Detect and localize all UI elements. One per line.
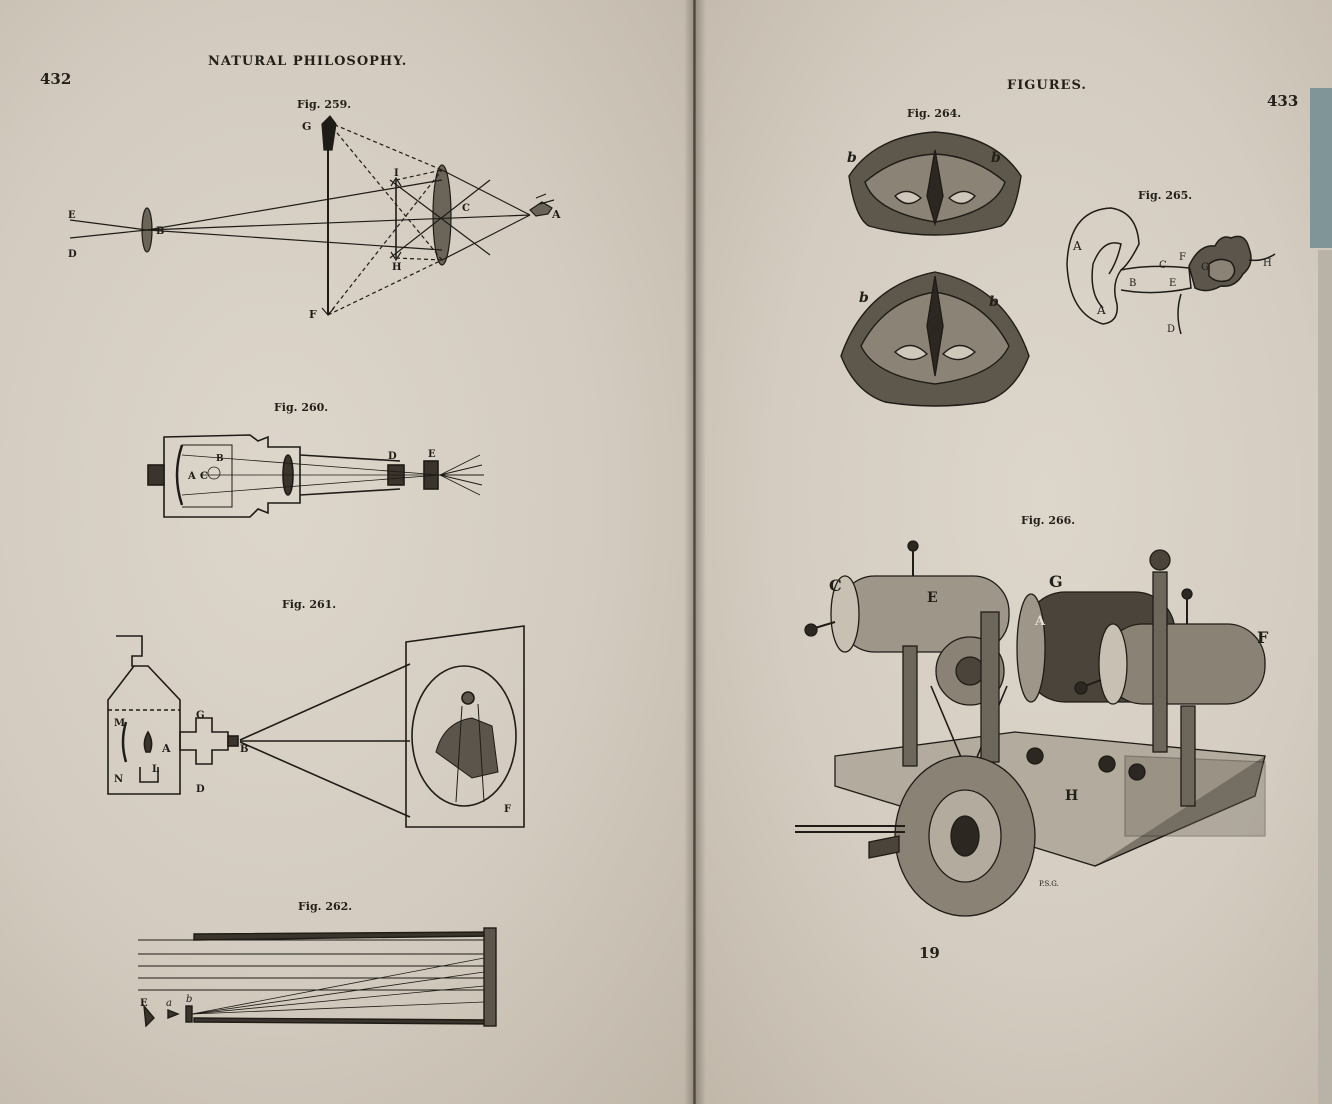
fig-260-label-d: D [388, 451, 397, 462]
fig-261-label-a: A [161, 742, 171, 755]
right-page: FIGURES. 433 Fig. 264. b b b b Fig. 265. [695, 0, 1332, 1104]
fig-265-label-a-bottom: A [1096, 303, 1106, 317]
fig-266-label-c: C [829, 576, 842, 595]
fig-261-label-f: F [504, 804, 511, 815]
engraver-mark: P.S.G. [1039, 880, 1059, 888]
fig-259-label-i: I [394, 168, 399, 179]
fig-259-label-c: C [462, 203, 470, 214]
fig-265-caption: Fig. 265. [1138, 189, 1193, 202]
fig-259-label-d: D [68, 249, 77, 260]
fig-261-label-b: B [240, 744, 248, 755]
fig-266-caption: Fig. 266. [1021, 514, 1076, 527]
fig-259-label-g: G [302, 120, 311, 133]
fig-261-label-m: M [114, 718, 125, 729]
fig-259-label-b: B [156, 226, 164, 237]
fig-265-label-d: D [1167, 324, 1175, 335]
fig-264-label-b-bottom-right: b [989, 294, 999, 310]
fig-264-label-b-top-left: b [847, 150, 857, 166]
fig-266-electrical-machine-engraving [795, 540, 1266, 917]
fig-259-label-a: A [551, 208, 561, 221]
fig-265-label-g: G [1201, 262, 1209, 273]
fig-259-caption: Fig. 259. [297, 98, 352, 111]
fig-262-telescope-diagram: E a b [138, 927, 497, 1028]
page-edge [1318, 250, 1332, 1104]
fig-261-label-n: N [114, 774, 123, 785]
fig-266-label-h: H [1065, 788, 1079, 804]
fig-261-magic-lantern-diagram: M L N A G D B F [107, 625, 525, 828]
left-page-number: 432 [40, 70, 72, 88]
fig-264-label-b-top-right: b [991, 150, 1001, 166]
right-page-number: 433 [1267, 92, 1299, 110]
fig-265-label-h: H [1263, 258, 1272, 269]
fig-260-label-b: B [216, 454, 224, 464]
fig-265-label-e: E [1169, 278, 1176, 289]
fig-266-label-g: G [1049, 572, 1063, 591]
fig-259-telescope-diagram: G F E D B I H C A [68, 115, 561, 321]
fig-261-label-l: L [152, 764, 159, 775]
fig-266-label-e: E [927, 590, 938, 606]
fig-260-label-c: C [200, 471, 208, 482]
left-running-head: NATURAL PHILOSOPHY. [208, 54, 408, 69]
fig-266-label-a: A [1035, 614, 1046, 629]
fig-260-label-e: E [428, 449, 436, 460]
fig-265-label-a-top: A [1072, 239, 1082, 253]
fig-262-label-b: b [186, 994, 192, 1005]
fig-260-reflecting-telescope-diagram: A C B D E [147, 434, 484, 518]
fig-264-label-b-bottom-left: b [859, 290, 869, 306]
fig-264-larynx-engravings [840, 131, 1030, 407]
fig-265-label-c: C [1159, 260, 1167, 271]
fig-260-label-a: A [187, 471, 196, 482]
fig-264-caption: Fig. 264. [907, 107, 962, 120]
fig-265-ear-diagram: A A B C F G E D H [1066, 207, 1276, 335]
signature-mark: 19 [919, 944, 940, 962]
fig-266-label-f: F [1257, 628, 1269, 647]
fig-259-label-f: F [309, 308, 317, 321]
fig-261-label-g: G [196, 710, 205, 721]
fig-265-label-f: F [1179, 252, 1186, 263]
fig-262-label-e: E [140, 998, 148, 1009]
fig-259-label-e: E [68, 210, 76, 221]
left-page: 432 NATURAL PHILOSOPHY. Fig. 259. [0, 0, 693, 1104]
fig-265-label-b: B [1129, 278, 1136, 289]
page-edge-blue [1310, 88, 1332, 248]
fig-261-label-d: D [196, 784, 205, 795]
right-running-head: FIGURES. [1007, 78, 1087, 93]
fig-260-caption: Fig. 260. [274, 401, 329, 414]
book-gutter [684, 0, 706, 1104]
fig-262-caption: Fig. 262. [298, 900, 353, 913]
fig-261-caption: Fig. 261. [282, 598, 337, 611]
fig-262-label-a: a [166, 998, 172, 1009]
fig-259-label-h: H [392, 262, 401, 273]
